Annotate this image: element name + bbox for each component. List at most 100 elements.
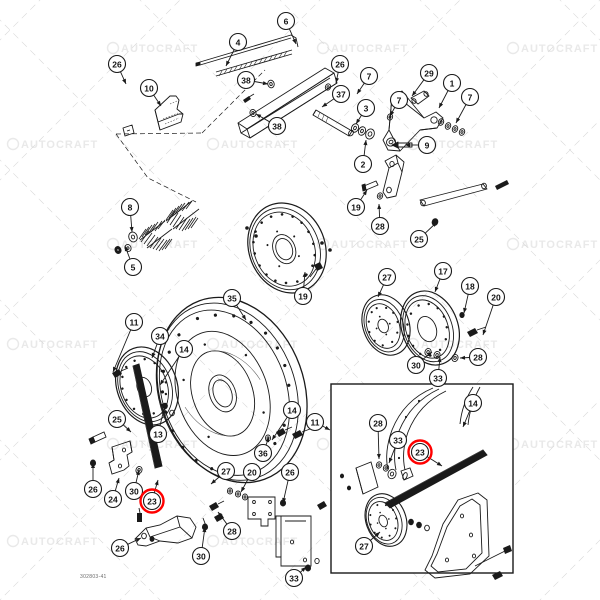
callout-bubble-28[interactable]: 28 — [468, 347, 488, 367]
callout-circle[interactable] — [242, 462, 262, 482]
callout-circle[interactable] — [370, 216, 390, 236]
callout-circle[interactable] — [123, 257, 143, 277]
callout-bubble-28[interactable]: 28 — [370, 216, 390, 236]
callout-circle[interactable] — [442, 73, 462, 93]
callout-circle[interactable] — [460, 276, 480, 296]
callout-bubble-30[interactable]: 30 — [406, 355, 426, 375]
callout-circle[interactable] — [356, 98, 376, 118]
callout-circle[interactable] — [359, 66, 379, 86]
callout-circle[interactable] — [216, 461, 236, 481]
callout-circle[interactable] — [148, 424, 168, 444]
callout-circle[interactable] — [280, 462, 300, 482]
callout-circle[interactable] — [284, 568, 304, 588]
callout-bubble-25[interactable]: 25 — [107, 409, 127, 429]
callout-bubble-27[interactable]: 27 — [216, 461, 236, 481]
callout-bubble-37[interactable]: 37 — [331, 84, 351, 104]
callout-bubble-11[interactable]: 11 — [124, 312, 144, 332]
callout-bubble-20[interactable]: 20 — [486, 287, 506, 307]
callout-bubble-14[interactable]: 14 — [174, 339, 194, 359]
callout-circle[interactable] — [142, 491, 162, 511]
callout-circle[interactable] — [460, 87, 480, 107]
callout-bubble-38[interactable]: 38 — [236, 70, 256, 90]
callout-circle[interactable] — [120, 197, 140, 217]
callout-circle[interactable] — [346, 197, 366, 217]
callout-circle[interactable] — [463, 393, 483, 413]
callout-bubble-26[interactable]: 26 — [110, 538, 130, 558]
callout-bubble-35[interactable]: 35 — [222, 288, 242, 308]
callout-bubble-29[interactable]: 29 — [419, 63, 439, 83]
callout-circle[interactable] — [389, 90, 409, 110]
callout-bubble-26[interactable]: 26 — [107, 54, 127, 74]
callout-circle[interactable] — [253, 443, 273, 463]
callout-bubble-34[interactable]: 34 — [150, 326, 170, 346]
callout-bubble-17[interactable]: 17 — [433, 261, 453, 281]
callout-circle[interactable] — [388, 430, 408, 450]
callout-circle[interactable] — [174, 339, 194, 359]
callout-circle[interactable] — [409, 229, 429, 249]
callout-circle[interactable] — [191, 546, 211, 566]
callout-bubble-4[interactable]: 4 — [228, 32, 248, 52]
callout-bubble-1[interactable]: 1 — [442, 73, 462, 93]
callout-circle[interactable] — [282, 400, 302, 420]
callout-circle[interactable] — [410, 442, 430, 462]
callout-circle[interactable] — [222, 288, 242, 308]
callout-circle[interactable] — [124, 481, 144, 501]
callout-circle[interactable] — [107, 54, 127, 74]
callout-circle[interactable] — [406, 355, 426, 375]
callout-circle[interactable] — [124, 312, 144, 332]
callout-bubble-7[interactable]: 7 — [359, 66, 379, 86]
callout-circle[interactable] — [353, 154, 373, 174]
callout-bubble-7[interactable]: 7 — [460, 87, 480, 107]
callout-circle[interactable] — [110, 538, 130, 558]
callout-circle[interactable] — [486, 287, 506, 307]
callout-bubble-30[interactable]: 30 — [124, 481, 144, 501]
callout-bubble-23[interactable]: 23 — [139, 488, 165, 514]
callout-circle[interactable] — [267, 116, 287, 136]
callout-bubble-36[interactable]: 36 — [253, 443, 273, 463]
callout-bubble-27[interactable]: 27 — [377, 267, 397, 287]
callout-bubble-13[interactable]: 13 — [148, 424, 168, 444]
callout-bubble-33[interactable]: 33 — [388, 430, 408, 450]
callout-circle[interactable] — [468, 347, 488, 367]
callout-bubble-25[interactable]: 25 — [409, 229, 429, 249]
callout-circle[interactable] — [331, 84, 351, 104]
callout-circle[interactable] — [150, 326, 170, 346]
callout-circle[interactable] — [419, 63, 439, 83]
callout-bubble-5[interactable]: 5 — [123, 257, 143, 277]
callout-bubble-14[interactable]: 14 — [463, 393, 483, 413]
callout-circle[interactable] — [354, 536, 374, 556]
callout-circle[interactable] — [222, 521, 242, 541]
callout-bubble-9[interactable]: 9 — [417, 135, 437, 155]
callout-bubble-30[interactable]: 30 — [191, 546, 211, 566]
callout-circle[interactable] — [276, 11, 296, 31]
callout-bubble-38[interactable]: 38 — [267, 116, 287, 136]
callout-circle[interactable] — [330, 54, 350, 74]
callout-bubble-26[interactable]: 26 — [83, 479, 103, 499]
callout-circle[interactable] — [368, 413, 388, 433]
callout-circle[interactable] — [83, 479, 103, 499]
callout-bubble-28[interactable]: 28 — [222, 521, 242, 541]
callout-bubble-23[interactable]: 23 — [407, 439, 433, 465]
callout-bubble-19[interactable]: 19 — [346, 197, 366, 217]
callout-bubble-28[interactable]: 28 — [368, 413, 388, 433]
callout-circle[interactable] — [236, 70, 256, 90]
callout-circle[interactable] — [103, 489, 123, 509]
callout-bubble-14[interactable]: 14 — [282, 400, 302, 420]
callout-bubble-3[interactable]: 3 — [356, 98, 376, 118]
callout-circle[interactable] — [228, 32, 248, 52]
callout-bubble-2[interactable]: 2 — [353, 154, 373, 174]
callout-bubble-18[interactable]: 18 — [460, 276, 480, 296]
callout-circle[interactable] — [428, 368, 448, 388]
callout-circle[interactable] — [377, 267, 397, 287]
callout-circle[interactable] — [107, 409, 127, 429]
callout-bubble-6[interactable]: 6 — [276, 11, 296, 31]
callout-bubble-24[interactable]: 24 — [103, 489, 123, 509]
callout-bubble-20[interactable]: 20 — [242, 462, 262, 482]
callout-bubble-26[interactable]: 26 — [330, 54, 350, 74]
callout-bubble-33[interactable]: 33 — [284, 568, 304, 588]
callout-bubble-19[interactable]: 19 — [293, 286, 313, 306]
callout-bubble-33[interactable]: 33 — [428, 368, 448, 388]
callout-circle[interactable] — [293, 286, 313, 306]
callout-bubble-7[interactable]: 7 — [389, 90, 409, 110]
callout-circle[interactable] — [433, 261, 453, 281]
